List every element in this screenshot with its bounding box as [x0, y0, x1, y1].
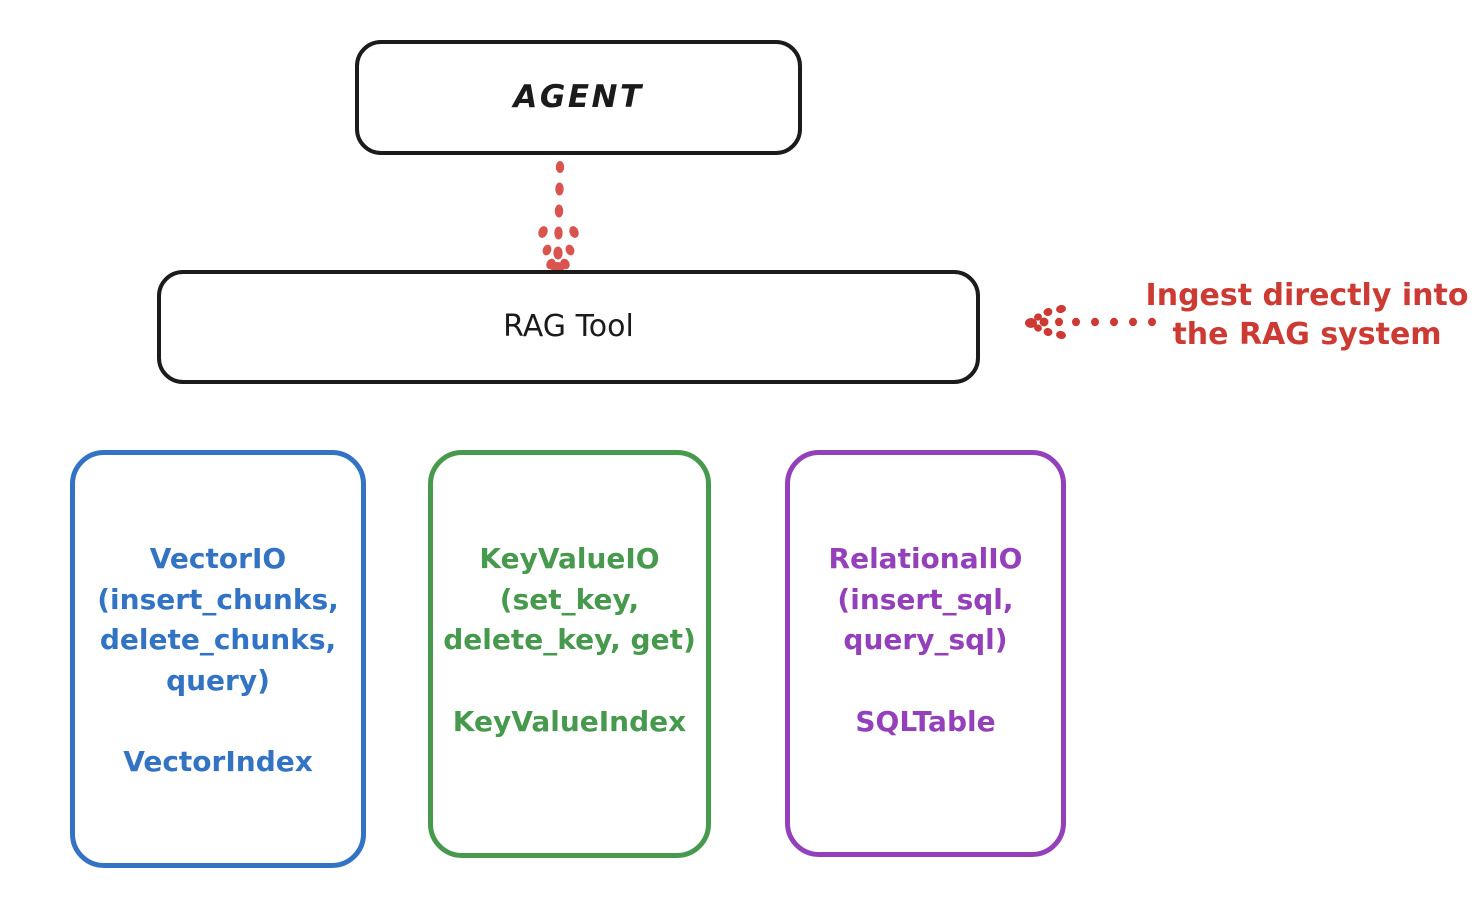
key-value-io-node[interactable]: KeyValueIO (set_key, delete_key, get) Ke… [428, 450, 711, 858]
rag-tool-node[interactable]: RAG Tool [157, 270, 980, 384]
ingest-annotation-text: Ingest directly into the RAG system [1145, 278, 1469, 352]
vector-io-node-label: VectorIO (insert_chunks, delete_chunks, … [97, 542, 339, 697]
rag-tool-node-label: RAG Tool [503, 309, 634, 345]
key-value-io-node-sublabel: KeyValueIndex [452, 704, 687, 738]
relational-io-node-label: RelationalIO (insert_sql, query_sql) [828, 542, 1023, 657]
agent-node-label: AGENT [513, 79, 644, 116]
relational-io-node-sublabel: SQLTable [855, 704, 996, 738]
agent-node[interactable]: AGENT [355, 40, 802, 155]
key-value-io-node-label: KeyValueIO (set_key, delete_key, get) [443, 542, 696, 657]
vector-io-node-sublabel: VectorIndex [123, 745, 313, 779]
agent-to-rag-tool-arrow [538, 161, 579, 274]
ingest-to-rag-tool-arrow [1025, 304, 1156, 340]
relational-io-node[interactable]: RelationalIO (insert_sql, query_sql) SQL… [785, 450, 1066, 857]
vector-io-node[interactable]: VectorIO (insert_chunks, delete_chunks, … [70, 450, 366, 868]
